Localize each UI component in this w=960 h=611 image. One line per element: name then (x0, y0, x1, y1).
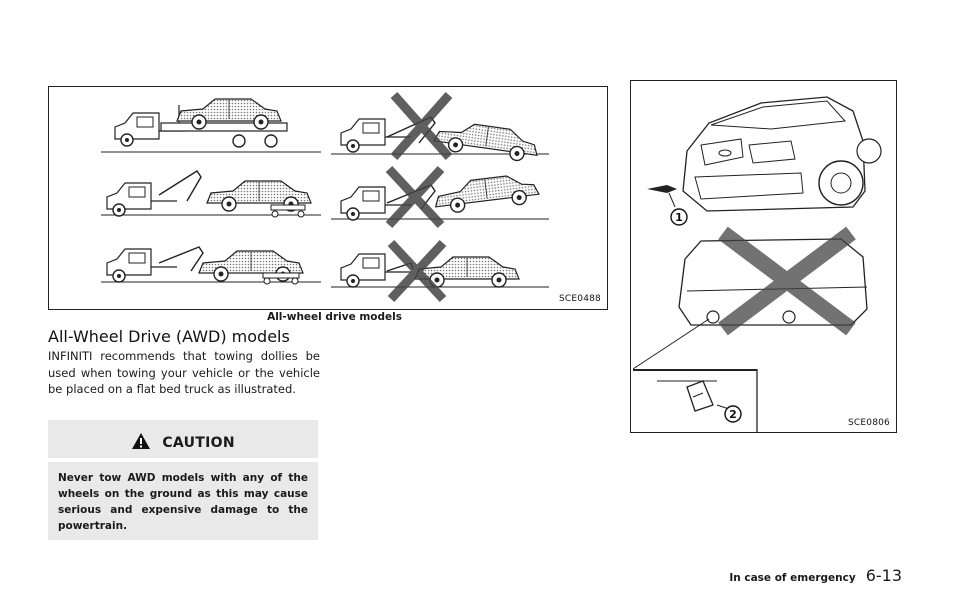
callout-1-icon: 1 (670, 208, 688, 226)
rear-vehicle-drawing (678, 226, 868, 336)
callout-2-icon: 2 (724, 405, 742, 423)
prohibited-tow-drawing-2 (331, 165, 549, 229)
towing-figure: SCE0488 (48, 86, 608, 310)
warning-icon (131, 432, 151, 454)
figure-code: SCE0806 (848, 418, 890, 428)
caution-title: CAUTION (162, 435, 235, 451)
caution-divider (48, 458, 318, 462)
page-footer: In case of emergency 6-13 (729, 566, 902, 585)
section-heading: All-Wheel Drive (AWD) models (48, 327, 290, 346)
svg-text:2: 2 (729, 408, 737, 421)
page-number: 6-13 (865, 566, 902, 585)
svg-text:1: 1 (675, 211, 683, 224)
towing-illustration (101, 92, 549, 303)
front-vehicle-drawing (647, 96, 882, 212)
flatbed-truck-drawing (101, 98, 321, 153)
prohibited-tow-drawing-3 (331, 239, 549, 303)
caution-box: CAUTION Never tow AWD models with any of… (48, 420, 318, 540)
caution-title-row: CAUTION (48, 432, 318, 454)
wheel-lift-dolly-drawing (101, 246, 321, 285)
figure-code: SCE0488 (559, 294, 601, 304)
tow-dolly-drawing (101, 170, 321, 218)
caution-text: Never tow AWD models with any of the whe… (58, 472, 308, 532)
tow-points-illustration: 1 2 (632, 96, 882, 432)
tow-hook-detail (632, 318, 758, 432)
section-body: INFINITI recommends that towing dollies … (48, 349, 320, 396)
footer-section-title: In case of emergency (729, 572, 856, 584)
figure-caption: All-wheel drive models (267, 311, 402, 323)
prohibited-tow-drawing-1 (331, 92, 549, 164)
tow-points-figure: 1 2 SCE0806 (630, 80, 897, 433)
